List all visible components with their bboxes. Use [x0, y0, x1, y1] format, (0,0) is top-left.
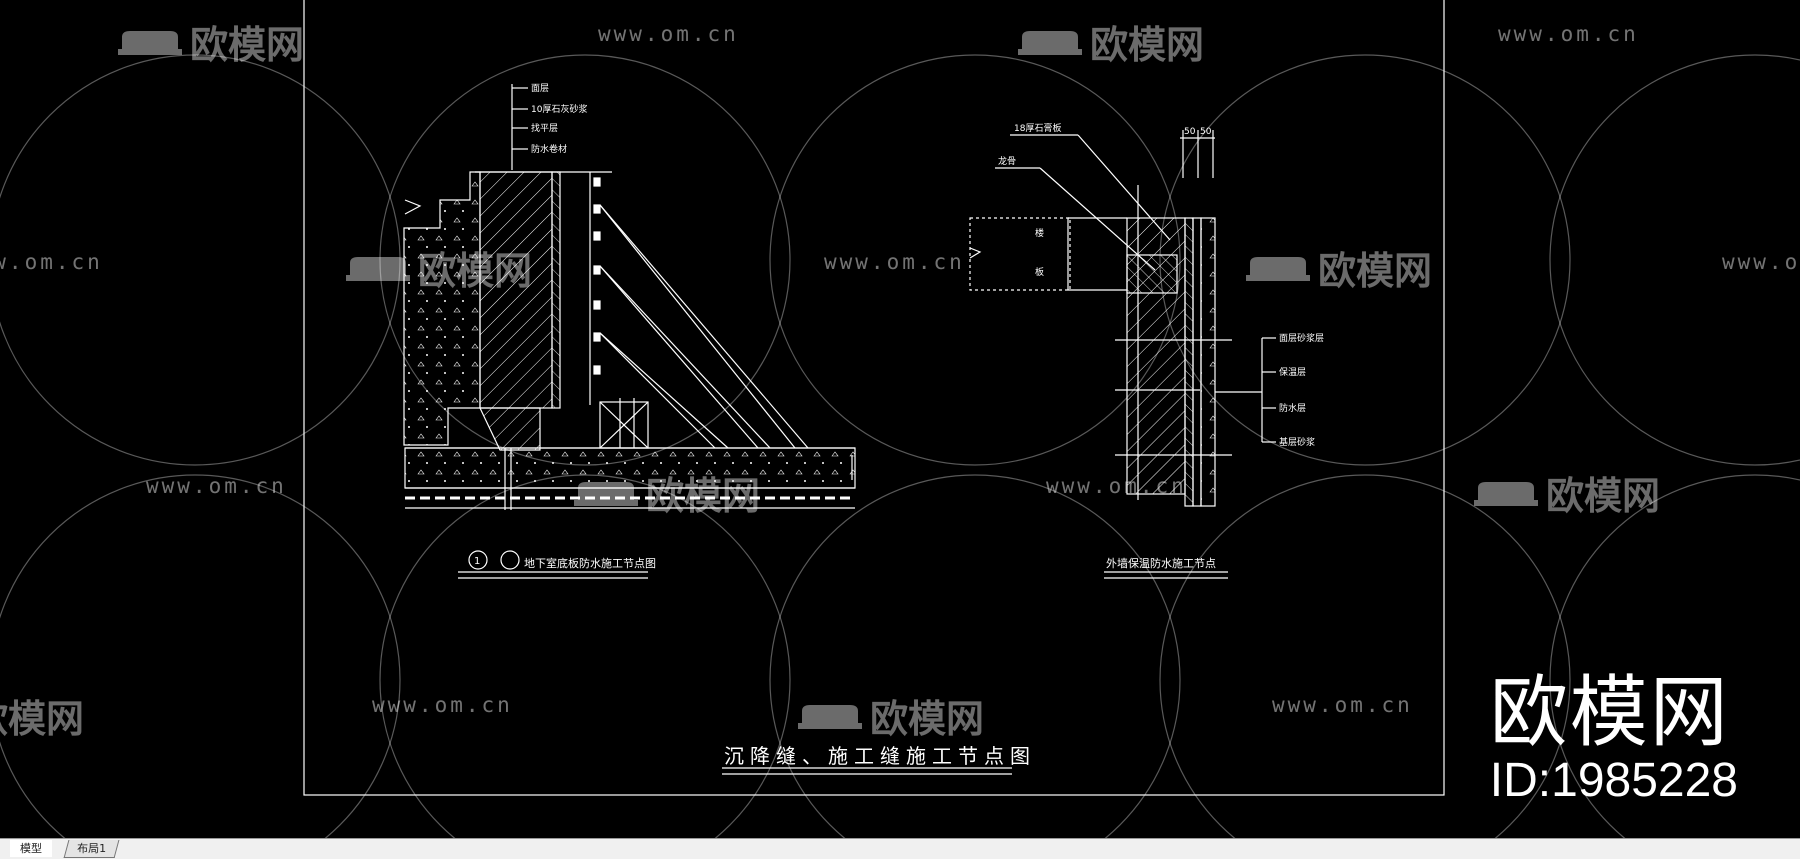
left-leader-2: 10厚石灰砂浆 — [531, 103, 587, 115]
watermark-url: www.om.cn — [372, 693, 513, 717]
watermark-url: www.om.cn — [1272, 693, 1413, 717]
watermark-url: www.om.cn — [0, 250, 103, 274]
watermark-logo: 欧模网 — [116, 14, 304, 69]
right-detail — [969, 130, 1276, 579]
watermark-url: www.om.cn — [824, 250, 965, 274]
watermark-logo: 欧模网 — [796, 688, 984, 743]
layout-tab-bar: 模型 布局1 — [0, 838, 1800, 859]
right-leader-top-2: 龙骨 — [998, 155, 1016, 167]
watermark-logo: 欧模网 — [0, 697, 85, 741]
sofa-icon — [1018, 30, 1082, 55]
right-dim-2: 50 — [1200, 127, 1212, 137]
sofa-icon — [798, 704, 862, 729]
left-detail — [403, 84, 856, 579]
watermark-logo: 欧模网 — [1016, 14, 1204, 69]
watermark-logo: 欧模网 — [344, 240, 532, 295]
watermark-logo: 欧模网 — [572, 465, 760, 520]
asset-id: ID:1985228 — [1489, 754, 1738, 807]
watermark-url: www.om.cn — [598, 22, 739, 46]
right-leader-4: 基层砂浆 — [1279, 436, 1315, 448]
watermark-url: www.om.cn — [1498, 22, 1639, 46]
right-leader-1: 面层砂浆层 — [1279, 332, 1324, 344]
sheet-border — [303, 0, 1445, 796]
left-caption: 地下室底板防水施工节点图 — [524, 556, 656, 570]
left-leader-1: 面层 — [531, 83, 549, 94]
sofa-icon — [1474, 481, 1538, 506]
right-leader-3: 防水层 — [1279, 402, 1306, 414]
watermark-url: www.om.cn — [1046, 474, 1187, 498]
sheet-title-underline — [722, 767, 1012, 775]
slab-label-2: 板 — [1035, 266, 1044, 278]
brand-id-badge: 欧模网 ID:1985228 — [1490, 672, 1738, 808]
right-caption: 外墙保温防水施工节点 — [1106, 556, 1216, 570]
left-leader-3: 找平层 — [531, 122, 558, 134]
brand-name: 欧模网 — [1489, 668, 1730, 758]
watermark-logo: 欧模网 — [1244, 240, 1432, 295]
sofa-icon — [346, 256, 410, 281]
right-leader-top-1: 18厚石膏板 — [1014, 122, 1061, 134]
cad-drawing: 面层 10厚石灰砂浆 找平层 防水卷材 1 地下室底板防水施工节点图 50 50… — [0, 0, 1800, 838]
cad-model-space[interactable]: 面层 10厚石灰砂浆 找平层 防水卷材 1 地下室底板防水施工节点图 50 50… — [0, 0, 1800, 838]
watermark-logo: 欧模网 — [1472, 465, 1660, 520]
tab-layout1-label: 布局1 — [77, 842, 107, 855]
right-dim-1: 50 — [1184, 127, 1196, 137]
sofa-icon — [574, 481, 638, 506]
watermark-url: www.om.cn — [146, 474, 287, 498]
right-leader-2: 保温层 — [1279, 366, 1306, 378]
left-caption-mark: 1 — [474, 556, 480, 567]
left-leader-4: 防水卷材 — [531, 143, 567, 155]
tab-model[interactable]: 模型 — [10, 840, 52, 857]
sofa-icon — [118, 30, 182, 55]
slab-label-1: 楼 — [1035, 227, 1044, 239]
sofa-icon — [1246, 256, 1310, 281]
sheet-title: 沉降缝、施工缝施工节点图 — [724, 744, 1036, 768]
watermark-url: www.om.cn — [1722, 250, 1800, 274]
tab-layout1[interactable]: 布局1 — [63, 840, 120, 858]
